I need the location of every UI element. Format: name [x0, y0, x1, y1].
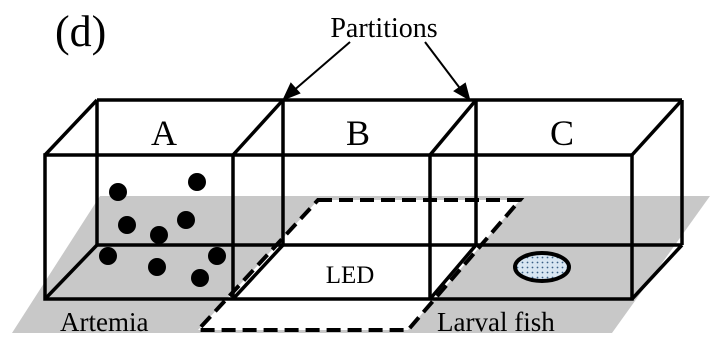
- larval-fish-label: Larval fish: [437, 307, 555, 337]
- partition-right: [428, 98, 478, 301]
- artemia-dot: [191, 269, 209, 287]
- panel-label: (d): [55, 7, 106, 56]
- artemia-dot: [118, 216, 136, 234]
- compartment-c-label: C: [550, 113, 574, 153]
- partition-left: [231, 98, 285, 301]
- artemia-dot: [148, 258, 166, 276]
- artemia-dot: [99, 247, 117, 265]
- compartment-a-label: A: [151, 113, 177, 153]
- partition-arrows: [282, 41, 471, 102]
- fish-dish: [513, 251, 571, 283]
- compartment-b-label: B: [346, 113, 370, 153]
- partitions-label: Partitions: [330, 13, 437, 44]
- led-label: LED: [326, 262, 375, 289]
- artemia-dot: [188, 173, 206, 191]
- artemia-dots: [99, 173, 226, 287]
- tank-outline: [43, 98, 684, 301]
- artemia-dot: [208, 247, 226, 265]
- artemia-dot: [177, 211, 195, 229]
- artemia-dot: [109, 183, 127, 201]
- artemia-label: Artemia: [60, 307, 148, 337]
- artemia-dot: [150, 226, 168, 244]
